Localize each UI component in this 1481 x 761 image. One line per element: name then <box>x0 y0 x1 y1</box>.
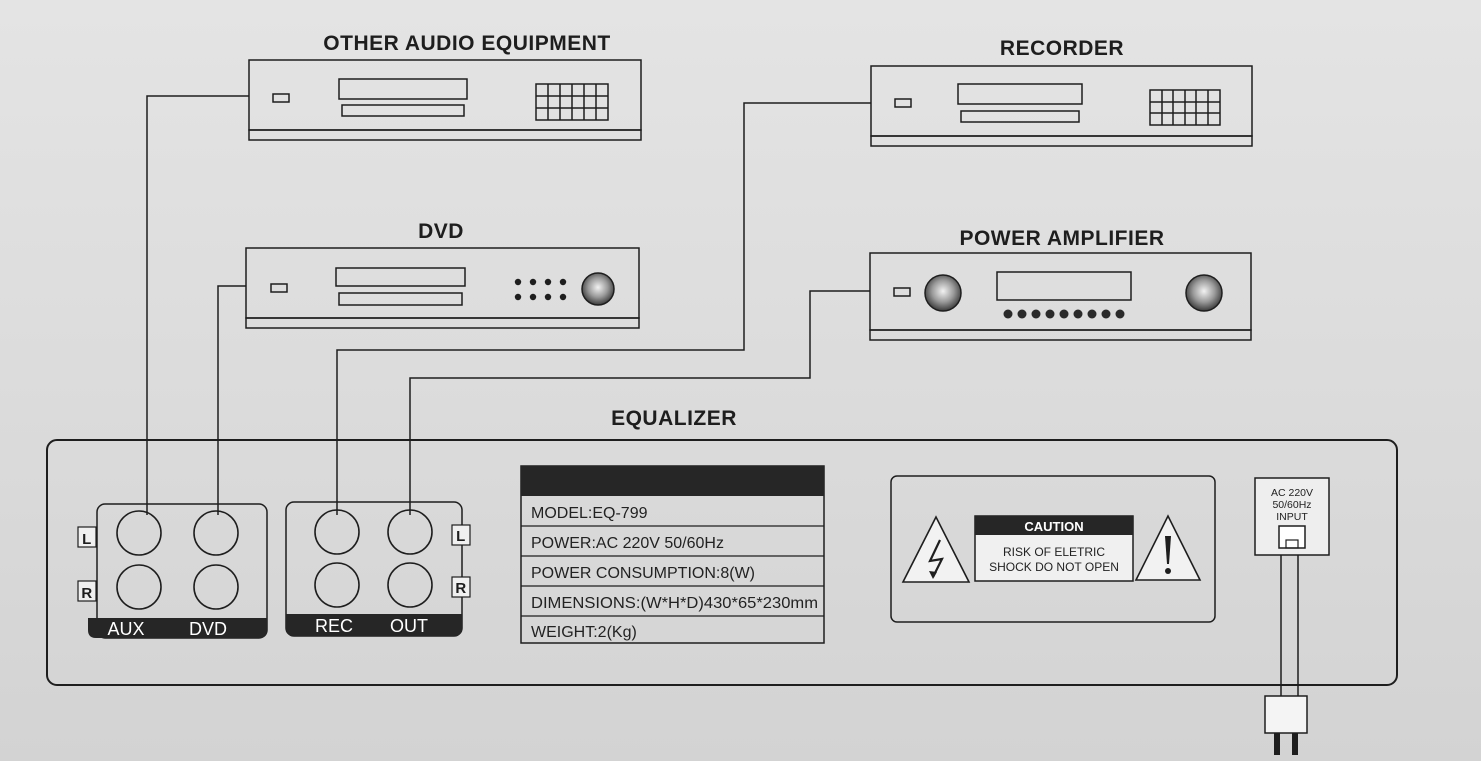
output-jack-panel: L R REC OUT <box>285 501 471 637</box>
equalizer-title: EQUALIZER <box>611 407 737 430</box>
aux-l-jack[interactable] <box>116 510 162 556</box>
exclamation-warning-icon <box>1134 514 1202 581</box>
caution-panel: CAUTION RISK OF ELETRIC SHOCK DO NOT OPE… <box>890 475 1216 623</box>
out-r-jack[interactable] <box>387 562 433 608</box>
button-dots <box>514 278 567 301</box>
rec-l-jack[interactable] <box>314 509 360 555</box>
left-channel-label: L <box>456 528 466 545</box>
rec-label: REC <box>315 616 353 636</box>
high-voltage-warning-icon <box>901 515 971 583</box>
dvd-jack-label: DVD <box>189 619 227 639</box>
recorder-device <box>870 65 1253 147</box>
caution-line-1: RISK OF ELETRIC <box>1003 545 1105 559</box>
cable-rec <box>336 102 871 515</box>
recorder-title: RECORDER <box>1000 37 1124 60</box>
right-channel-label: R <box>81 585 92 602</box>
spec-weight: WEIGHT:2(Kg) <box>531 624 637 641</box>
aux-label: AUX <box>107 619 144 639</box>
cable-aux <box>146 95 249 515</box>
equalizer-chassis <box>46 439 1398 686</box>
volume-knob-icon <box>581 272 615 306</box>
spec-dimensions: DIMENSIONS:(W*H*D)430*65*230mm <box>531 595 818 612</box>
power-socket[interactable] <box>1278 525 1306 549</box>
input-jack-panel: L R AUX DVD <box>77 503 268 639</box>
dvd-title: DVD <box>418 220 464 243</box>
knob-right-icon <box>1185 274 1223 312</box>
power-input-line-2: 50/60Hz <box>1272 499 1311 511</box>
out-l-jack[interactable] <box>387 509 433 555</box>
knob-left-icon <box>924 274 962 312</box>
spec-label: MODEL:EQ-799 POWER:AC 220V 50/60Hz POWER… <box>520 465 825 644</box>
power-amplifier-device <box>869 252 1252 341</box>
power-input: AC 220V 50/60Hz INPUT <box>1254 477 1330 556</box>
cable-dvd <box>217 285 246 515</box>
other-audio-title: OTHER AUDIO EQUIPMENT <box>323 32 610 55</box>
other-audio-device <box>248 59 642 141</box>
cable-out <box>409 290 870 515</box>
button-row <box>1003 309 1125 319</box>
aux-r-jack[interactable] <box>116 564 162 610</box>
keypad-icon <box>535 83 609 121</box>
dvd-r-jack[interactable] <box>193 564 239 610</box>
keypad-icon <box>1149 89 1221 126</box>
caution-heading: CAUTION <box>1024 519 1083 534</box>
right-channel-label: R <box>455 580 466 597</box>
spec-power: POWER:AC 220V 50/60Hz <box>531 535 724 552</box>
spec-model: MODEL:EQ-799 <box>531 505 648 522</box>
left-channel-label: L <box>82 531 92 548</box>
power-plug-icon <box>1264 695 1308 755</box>
rec-r-jack[interactable] <box>314 562 360 608</box>
out-label: OUT <box>390 616 428 636</box>
dvd-device <box>245 247 640 329</box>
power-input-line-1: AC 220V <box>1271 487 1313 499</box>
dvd-l-jack[interactable] <box>193 510 239 556</box>
cables <box>146 95 1299 696</box>
caution-line-2: SHOCK DO NOT OPEN <box>989 560 1119 574</box>
spec-consumption: POWER CONSUMPTION:8(W) <box>531 565 755 582</box>
power-amplifier-title: POWER AMPLIFIER <box>959 227 1164 250</box>
power-input-line-3: INPUT <box>1276 511 1308 523</box>
